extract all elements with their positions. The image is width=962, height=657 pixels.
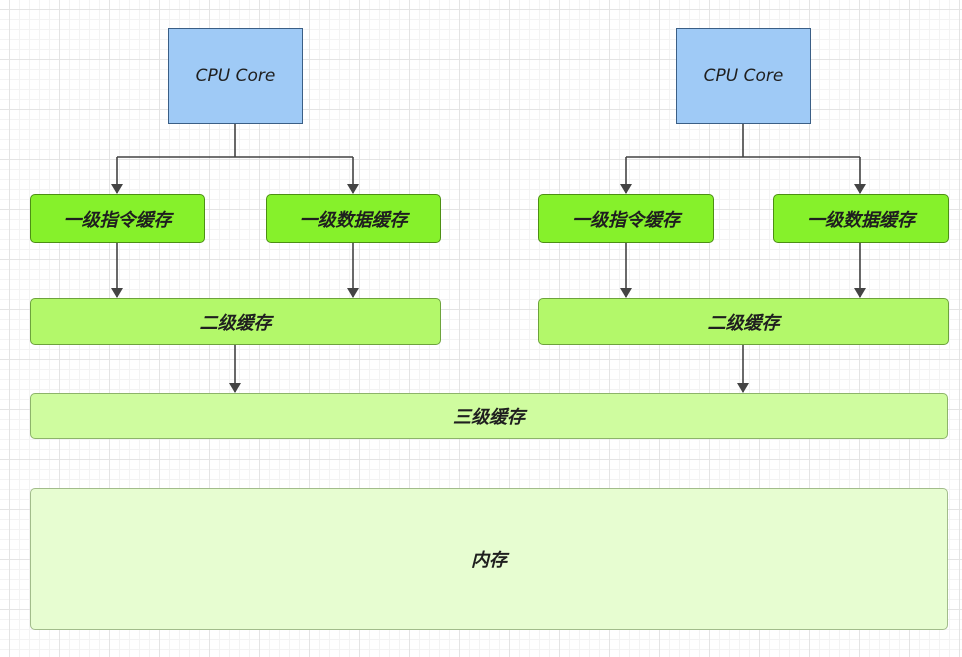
cpu2-to-l1-connector [626,124,860,158]
l1-data-cache-1: 一级数据缓存 [266,194,441,243]
l2-cache-1: 二级缓存 [30,298,441,345]
l1-data-cache-2: 一级数据缓存 [773,194,949,243]
cpu-core-1-label: CPU Core [195,66,276,86]
l1-instruction-cache-2: 一级指令缓存 [538,194,714,243]
l2-cache-2: 二级缓存 [538,298,949,345]
cpu-core-1: CPU Core [168,28,303,124]
l1-instruction-cache-1: 一级指令缓存 [30,194,205,243]
l1-data-cache-2-label: 一级数据缓存 [807,209,915,231]
l2-cache-2-label: 二级缓存 [707,312,780,334]
main-memory-label: 内存 [471,550,507,571]
l1-instruction-cache-1-label: 一级指令缓存 [63,209,172,231]
cpu1-to-l1-connector [117,124,353,158]
l1-instruction-cache-2-label: 一级指令缓存 [572,209,680,231]
l1-data-cache-1-label: 一级数据缓存 [299,209,408,231]
l2-cache-1-label: 二级缓存 [199,312,272,334]
l3-cache: 三级缓存 [30,393,948,439]
cpu-core-2: CPU Core [676,28,811,124]
cpu-core-2-label: CPU Core [703,66,784,86]
l3-cache-label: 三级缓存 [453,407,525,428]
main-memory: 内存 [30,488,948,630]
